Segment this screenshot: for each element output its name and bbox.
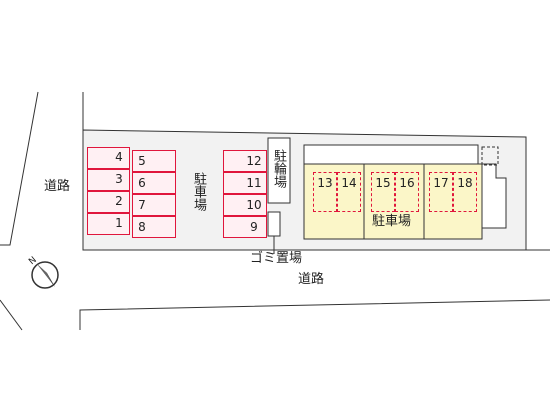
parking-spot [132,194,176,216]
building-parking-spot [453,172,477,212]
parking-spot [132,172,176,194]
building-parking-spot [313,172,337,212]
parking-spot [132,150,176,172]
spot-number: 7 [138,198,146,212]
spot-number: 5 [138,154,146,168]
spot-number: 4 [115,150,123,164]
compass-ring [31,261,59,289]
parking-spot [223,150,267,172]
building-parking-label: 駐車場 [372,214,412,229]
bicycle-parking-label: 駐輪場 [271,149,286,188]
spot-number: 3 [115,172,123,186]
spot-number: 1 [115,216,123,230]
spot-number: 11 [246,176,262,190]
parking-spot [223,194,267,216]
parking-spot [223,172,267,194]
compass-needle-tail [37,264,52,283]
spot-number: 10 [246,198,262,212]
building-parking-spot [429,172,453,212]
parking-spot [87,169,130,191]
spot-number: 16 [399,176,415,190]
building-parking-spot [395,172,419,212]
parking-spot [132,216,176,238]
spot-number: 8 [138,220,146,234]
parking-spot [223,216,267,238]
parking-spot [87,191,130,213]
parking-spot [87,213,130,235]
garbage-label: ゴミ置場 [250,251,303,266]
building-parking-spot [371,172,395,212]
spot-number: 12 [246,154,262,168]
road-left-label: 道路 [44,179,71,194]
building-unit-1 [303,163,365,240]
spot-number: 14 [341,176,357,190]
building-parking-spot [337,172,361,212]
annex-dashed-box [481,146,499,166]
compass-needle [37,264,55,287]
spot-number: 2 [115,194,123,208]
spot-number: 13 [317,176,333,190]
road-bottom-label: 道路 [298,272,325,287]
garbage-box [267,211,281,237]
road-bottom-edge [79,299,550,330]
spot-number: 6 [138,176,146,190]
bicycle-parking-box [267,137,291,204]
road-left-edge [0,91,39,246]
building-annex [481,163,507,229]
spot-number: 9 [250,220,258,234]
parking-spot [87,147,130,169]
road-bottom-left-edge [0,299,23,331]
building-roof [303,144,479,166]
spot-number: 17 [433,176,449,190]
spot-number: 18 [457,176,473,190]
spot-number: 15 [375,176,391,190]
parking-main-label: 駐車場 [191,172,206,211]
